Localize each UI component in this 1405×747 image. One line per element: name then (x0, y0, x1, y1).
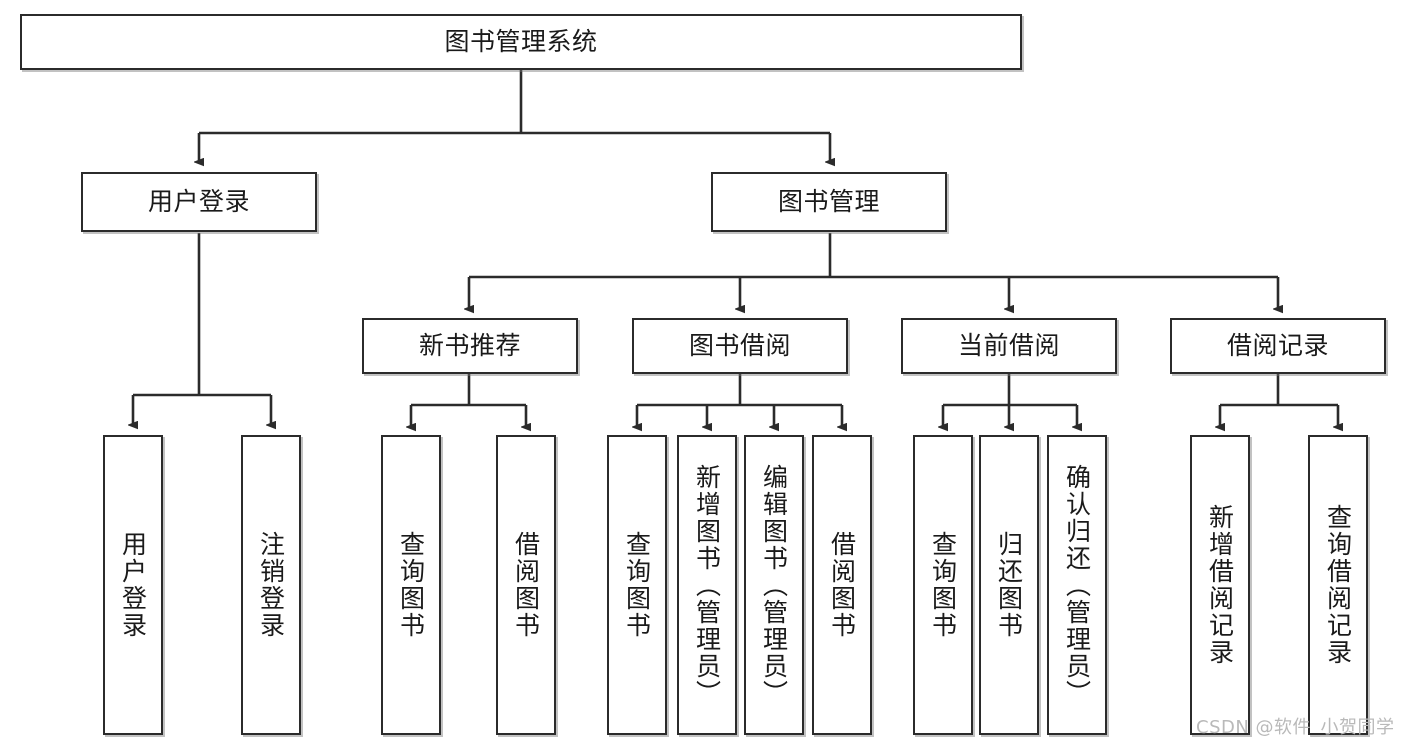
node-leaf-borrow-book-2-label: 借阅图书 (827, 531, 857, 639)
node-leaf-user-login[interactable]: 用户登录 (103, 435, 163, 735)
node-leaf-borrow-book-1[interactable]: 借阅图书 (496, 435, 556, 735)
node-leaf-edit-book[interactable]: 编辑图书（管理员） (744, 435, 804, 735)
node-leaf-query-book-2[interactable]: 查询图书 (607, 435, 667, 735)
node-user-login-label: 用户登录 (147, 187, 250, 217)
node-borrow-record-label: 借阅记录 (1226, 331, 1329, 361)
node-current-borrow[interactable]: 当前借阅 (901, 318, 1117, 374)
node-leaf-query-book-1[interactable]: 查询图书 (381, 435, 441, 735)
node-user-login[interactable]: 用户登录 (81, 172, 317, 232)
node-book-management[interactable]: 图书管理 (711, 172, 947, 232)
node-leaf-edit-book-label: 编辑图书（管理员） (759, 463, 789, 707)
node-leaf-logout-login-label: 注销登录 (256, 531, 286, 639)
node-new-book-recommend-label: 新书推荐 (418, 331, 521, 361)
node-leaf-return-book-label: 归还图书 (994, 531, 1024, 639)
node-leaf-logout-login[interactable]: 注销登录 (241, 435, 301, 735)
node-leaf-user-login-label: 用户登录 (118, 531, 148, 639)
node-leaf-confirm-return[interactable]: 确认归还（管理员） (1047, 435, 1107, 735)
node-leaf-add-book[interactable]: 新增图书（管理员） (677, 435, 737, 735)
node-leaf-borrow-book-2[interactable]: 借阅图书 (812, 435, 872, 735)
node-leaf-return-book[interactable]: 归还图书 (979, 435, 1039, 735)
node-current-borrow-label: 当前借阅 (957, 331, 1060, 361)
node-leaf-query-book-1-label: 查询图书 (396, 531, 426, 639)
node-leaf-query-borrow-record-label: 查询借阅记录 (1323, 504, 1353, 666)
node-leaf-query-borrow-record[interactable]: 查询借阅记录 (1308, 435, 1368, 735)
node-new-book-recommend[interactable]: 新书推荐 (362, 318, 578, 374)
node-leaf-query-book-2-label: 查询图书 (622, 531, 652, 639)
node-book-borrow-label: 图书借阅 (688, 331, 791, 361)
node-leaf-add-book-label: 新增图书（管理员） (692, 463, 722, 707)
node-leaf-confirm-return-label: 确认归还（管理员） (1062, 463, 1092, 707)
node-leaf-add-borrow-record[interactable]: 新增借阅记录 (1190, 435, 1250, 735)
node-root-label: 图书管理系统 (444, 27, 598, 57)
node-leaf-borrow-book-1-label: 借阅图书 (511, 531, 541, 639)
node-leaf-query-book-3-label: 查询图书 (928, 531, 958, 639)
node-book-management-label: 图书管理 (777, 187, 880, 217)
node-leaf-add-borrow-record-label: 新增借阅记录 (1205, 504, 1235, 666)
node-root[interactable]: 图书管理系统 (20, 14, 1022, 70)
node-leaf-query-book-3[interactable]: 查询图书 (913, 435, 973, 735)
node-book-borrow[interactable]: 图书借阅 (632, 318, 848, 374)
node-borrow-record[interactable]: 借阅记录 (1170, 318, 1386, 374)
